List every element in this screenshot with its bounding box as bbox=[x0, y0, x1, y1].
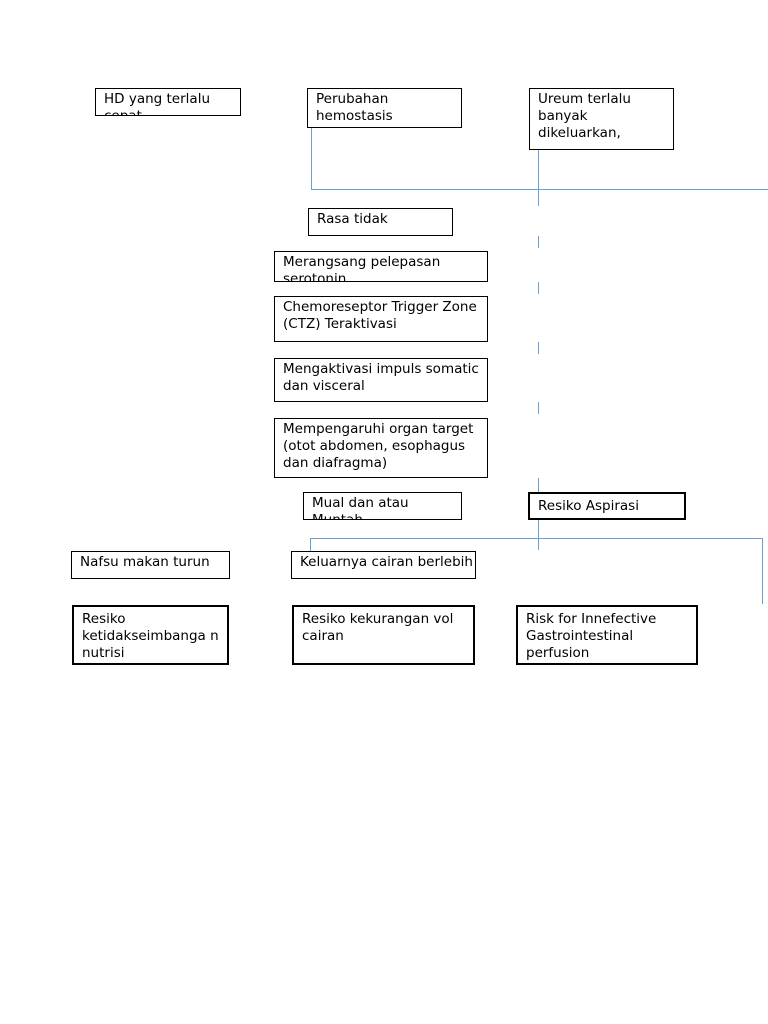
connector-line bbox=[762, 538, 764, 604]
nafsu-box: Nafsu makan turun bbox=[71, 551, 230, 579]
impuls-box: Mengaktivasi impuls somatic dan visceral bbox=[274, 358, 488, 402]
hd-box: HD yang terlalu cepat bbox=[95, 88, 241, 116]
connector-line bbox=[311, 127, 313, 190]
organ-box: Mempengaruhi organ target (otot abdomen,… bbox=[274, 418, 488, 478]
connector-line bbox=[538, 236, 540, 248]
connector-line bbox=[310, 538, 312, 552]
gastro-box: Risk for Innefective Gastrointestinal pe… bbox=[516, 605, 698, 665]
hemostasis-box: Perubahan hemostasis bbox=[307, 88, 462, 128]
serotonin-box: Merangsang pelepasan serotonin bbox=[274, 251, 488, 282]
rasa-box: Rasa tidak bbox=[308, 208, 453, 236]
connector-line bbox=[538, 282, 540, 294]
aspirasi-box: Resiko Aspirasi bbox=[528, 492, 686, 520]
nutrisi-box: Resiko ketidakseimbanga n nutrisi bbox=[72, 605, 229, 665]
ureum-box: Ureum terlalu banyak dikeluarkan, bbox=[529, 88, 674, 150]
mual-box: Mual dan atau Muntah bbox=[303, 492, 462, 520]
vol-box: Resiko kekurangan vol cairan bbox=[292, 605, 475, 665]
connector-line bbox=[538, 342, 540, 354]
ctz-box: Chemoreseptor Trigger Zone (CTZ) Terakti… bbox=[274, 296, 488, 342]
connector-line bbox=[311, 189, 768, 191]
connector-line bbox=[310, 538, 763, 540]
connector-line bbox=[538, 402, 540, 414]
keluar-box: Keluarnya cairan berlebih bbox=[291, 551, 476, 579]
connector-line bbox=[538, 150, 540, 206]
